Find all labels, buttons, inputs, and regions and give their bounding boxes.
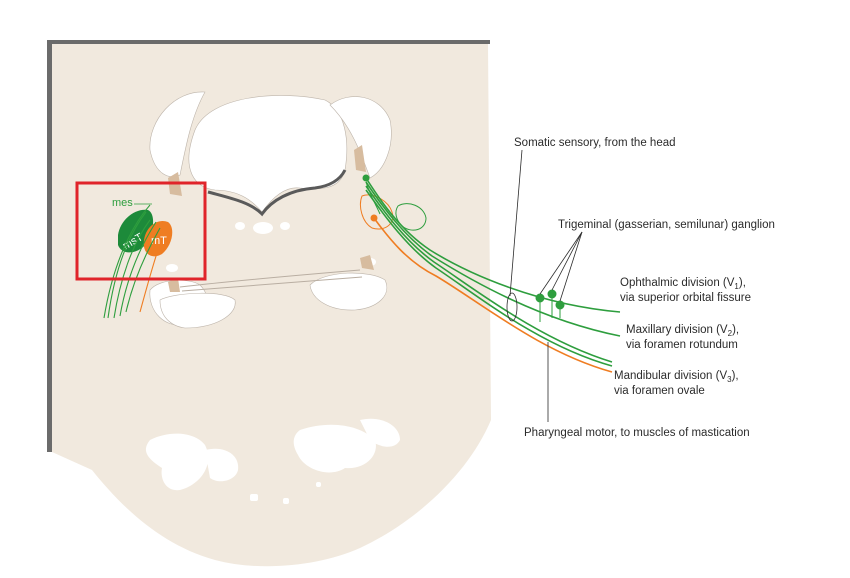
label-v3-path: via foramen ovale <box>614 385 705 397</box>
label-v2: Maxillary division (V2), <box>626 324 739 338</box>
label-mes: mes <box>112 197 133 209</box>
ventricle-left-lobe <box>149 91 206 178</box>
label-somatic: Somatic sensory, from the head <box>514 137 676 149</box>
pyramid-shapes <box>145 418 400 504</box>
ganglion-ellipse <box>506 292 518 322</box>
lower-right-cavity <box>309 272 387 311</box>
label-v1: Ophthalmic division (V1), <box>620 277 746 291</box>
label-v3: Mandibular division (V3), <box>614 370 739 384</box>
label-motor: Pharyngeal motor, to muscles of masticat… <box>524 427 750 439</box>
pontine-fibers <box>179 269 363 292</box>
leader-lines <box>509 149 583 422</box>
ganglion-cells <box>535 289 565 322</box>
label-ganglion: Trigeminal (gasserian, semilunar) gangli… <box>558 219 775 231</box>
labels: Somatic sensory, from the head Trigemina… <box>514 137 775 439</box>
ventricle-right-lobe <box>329 96 392 179</box>
ventricle-shapes <box>149 91 392 329</box>
label-v2-path: via foramen rotundum <box>626 339 738 351</box>
spinal-tract-fibers <box>103 204 161 319</box>
lower-left-cavity-2 <box>159 292 236 329</box>
label-v1-path: via superior orbital fissure <box>620 292 751 304</box>
ventricle-floor-edge <box>207 169 347 217</box>
highlight-box <box>75 181 207 281</box>
